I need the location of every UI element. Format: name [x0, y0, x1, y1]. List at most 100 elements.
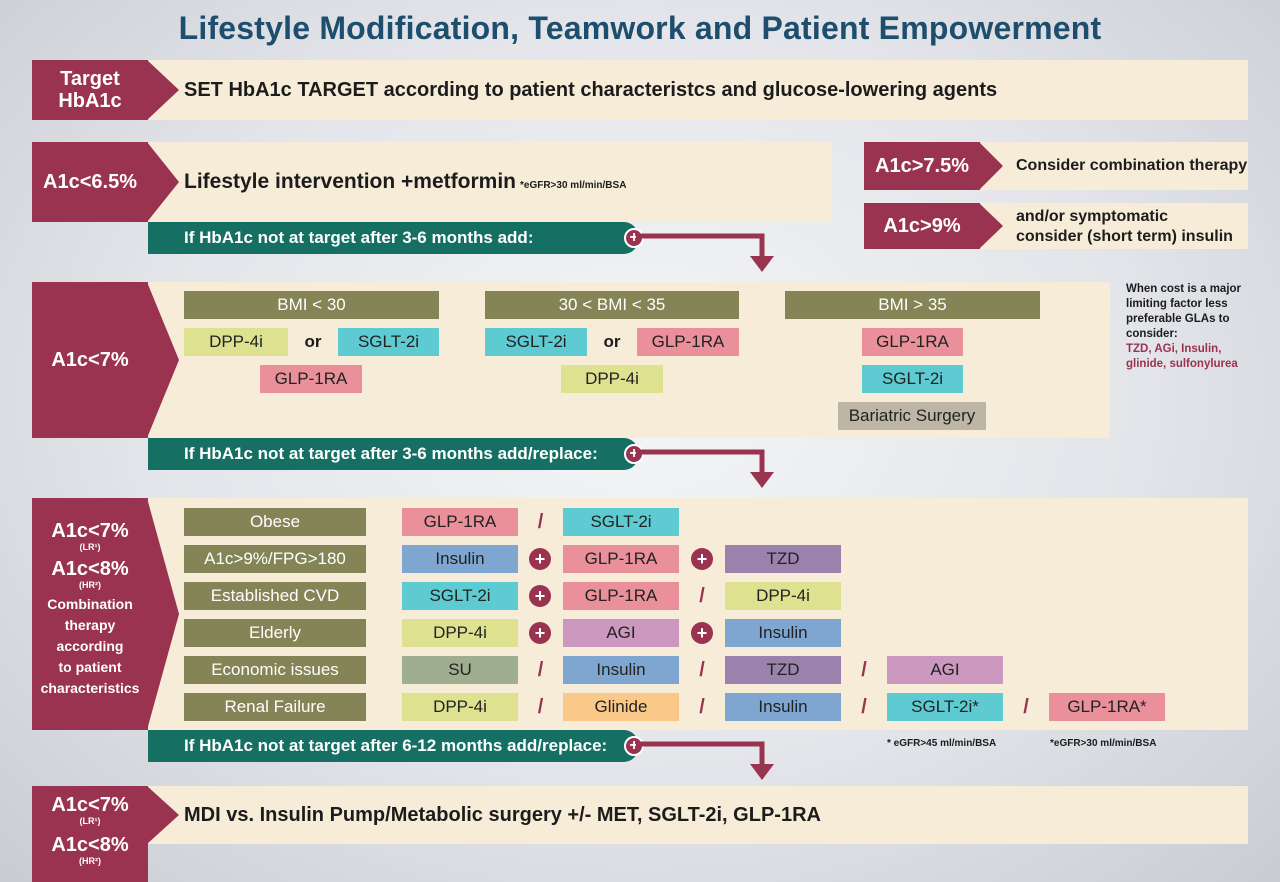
row-a1c9-label: A1c>9%/FPG>180 [184, 545, 366, 573]
row-renal-label: Renal Failure [184, 693, 366, 721]
row-obese-drug-1: GLP-1RA [402, 508, 518, 536]
row-economic-label: Economic issues [184, 656, 366, 684]
step3-label: A1c<7% (LR¹) A1c<8% (HR²) Combination th… [32, 498, 148, 730]
bmi-30-35-drug-b: GLP-1RA [637, 328, 739, 356]
step1-bar-text: If HbA1c not at target after 3-6 months … [184, 228, 534, 247]
row-economic-drug-3: TZD [725, 656, 841, 684]
flow-arrow-3 [636, 741, 774, 780]
step4-text: MDI vs. Insulin Pump/Metabolic surgery +… [184, 803, 821, 826]
side-a2-text-line2: consider (short term) insulin [1016, 228, 1233, 245]
step2-bar: If HbA1c not at target after 3-6 months … [148, 438, 638, 470]
slash-separator: / [861, 695, 867, 718]
slash-separator: / [699, 695, 705, 718]
step2-arrow [147, 282, 179, 438]
row-economic-drug-1: SU [402, 656, 518, 684]
row-cvd-label: Established CVD [184, 582, 366, 610]
side-a1-arrow [979, 142, 1003, 190]
row-renal-drug-1: DPP-4i [402, 693, 518, 721]
bmi-gt35-drug-c: Bariatric Surgery [838, 402, 986, 430]
side-a2-label: A1c>9% [864, 203, 980, 249]
step2-bar-text: If HbA1c not at target after 3-6 months … [184, 444, 598, 463]
step3-desc-line2: therapy [64, 617, 116, 633]
slash-separator: / [699, 584, 705, 607]
step4-label-b-sub: (HR²) [79, 856, 101, 866]
slash-separator: / [537, 658, 544, 681]
row-economic-drug-4: AGI [887, 656, 1003, 684]
step2-label: A1c<7% [32, 282, 148, 438]
step4-label: A1c<7% (LR¹) A1c<8% (HR²) [32, 786, 148, 882]
slash-separator: / [537, 510, 544, 533]
side-a1-panel [980, 142, 1248, 190]
step3-panel [148, 498, 1248, 730]
bmi-30-35-header: 30 < BMI < 35 [485, 291, 739, 319]
step3-label-a: A1c<7% [51, 520, 129, 542]
plus-icon: + [529, 622, 551, 644]
side-a2-arrow [979, 203, 1003, 249]
row-renal-drug-3: Insulin [725, 693, 841, 721]
bmi-lt30-header: BMI < 30 [184, 291, 439, 319]
target-label-line1: Target [60, 68, 120, 90]
target-label-line2: HbA1c [58, 90, 122, 112]
row-renal-drug-4: SGLT-2i* [887, 693, 1003, 721]
footnote-glp1: *eGFR>30 ml/min/BSA [1050, 738, 1157, 749]
step3-desc-line1: Combination [47, 596, 133, 612]
step3-desc-line5: characteristics [40, 680, 140, 696]
step1-note: *eGFR>30 ml/min/BSA [520, 180, 627, 191]
target-arrow [147, 60, 179, 120]
row-obese-label: Obese [184, 508, 366, 536]
page-title: Lifestyle Modification, Teamwork and Pat… [178, 10, 1102, 46]
slash-separator: / [699, 658, 705, 681]
footnote-sglt2: * eGFR>45 ml/min/BSA [887, 738, 997, 749]
cost-note-line3: preferable GLAs to [1126, 313, 1230, 325]
row-obese-drug-2: SGLT-2i [563, 508, 679, 536]
cost-note-line4: consider: [1126, 328, 1178, 340]
step4-label-a: A1c<7% [51, 794, 129, 816]
step1-label: A1c<6.5% [32, 142, 148, 222]
side-a2-text-line1: and/or symptomatic [1016, 208, 1169, 225]
target-text: SET HbA1c TARGET according to patient ch… [184, 78, 998, 101]
bmi-gt35-drug-a: GLP-1RA [862, 328, 963, 356]
cost-note-red1: TZD, AGi, Insulin, [1126, 343, 1222, 355]
plus-icon: + [529, 548, 551, 570]
row-cvd-drug-2: GLP-1RA [563, 582, 679, 610]
row-elderly-drug-2: AGI [563, 619, 679, 647]
row-elderly-drug-1: DPP-4i [402, 619, 518, 647]
step4-arrow [147, 786, 179, 844]
row-a1c9-drug-3: TZD [725, 545, 841, 573]
row-elderly-drug-3: Insulin [725, 619, 841, 647]
slash-separator: / [861, 658, 867, 681]
step3-desc-line4: to patient [58, 659, 122, 675]
step1-panel [148, 142, 832, 222]
step3-bar-text: If HbA1c not at target after 6-12 months… [184, 736, 608, 755]
row-economic-drug-2: Insulin [563, 656, 679, 684]
bmi-lt30-or: or [304, 332, 322, 351]
cost-note-line2: limiting factor less [1126, 298, 1228, 310]
side-a1-label: A1c>7.5% [864, 142, 980, 190]
bmi-gt35-header: BMI > 35 [785, 291, 1040, 319]
step4-label-a-sub: (LR¹) [79, 816, 101, 826]
row-renal-drug-5: GLP-1RA* [1049, 693, 1165, 721]
step3-label-b: A1c<8% [51, 558, 129, 580]
step1-bar: If HbA1c not at target after 3-6 months … [148, 222, 638, 254]
row-renal-drug-2: Glinide [563, 693, 679, 721]
plus-icon: + [691, 548, 713, 570]
bmi-gt35-drug-b: SGLT-2i [862, 365, 963, 393]
plus-icon: + [624, 228, 644, 248]
step3-label-a-sub: (LR¹) [79, 542, 101, 552]
step1-text: Lifestyle intervention +metformin [184, 170, 516, 193]
step3-bar: If HbA1c not at target after 6-12 months… [148, 730, 638, 762]
cost-note-red2: glinide, sulfonylurea [1126, 358, 1238, 370]
step3-arrow [147, 498, 179, 730]
row-elderly-label: Elderly [184, 619, 366, 647]
step4-panel [148, 786, 1248, 844]
flow-arrow-1 [636, 233, 774, 272]
slash-separator: / [537, 695, 544, 718]
target-panel [148, 60, 1248, 120]
row-a1c9-drug-2: GLP-1RA [563, 545, 679, 573]
bmi-lt30-drug-a: DPP-4i [184, 328, 288, 356]
row-cvd-drug-1: SGLT-2i [402, 582, 518, 610]
side-a1-text: Consider combination therapy [1016, 157, 1248, 174]
step3-desc: Combination therapy according to patient… [32, 594, 148, 699]
cost-note: When cost is a major limiting factor les… [1126, 282, 1276, 372]
bmi-30-35-drug-c: DPP-4i [561, 365, 663, 393]
